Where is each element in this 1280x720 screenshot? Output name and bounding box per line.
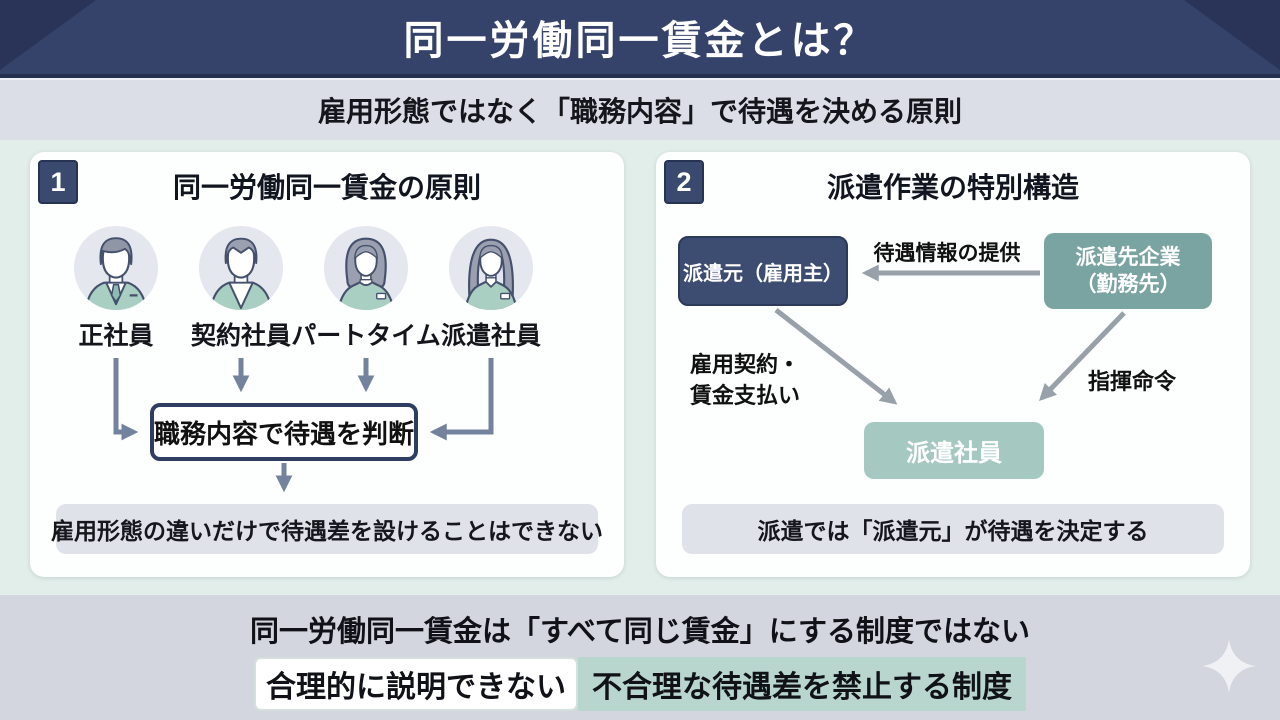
sparkle-icon [1202, 639, 1256, 693]
employment-contract-label: 雇用契約・ 賃金支払い [690, 350, 800, 412]
highlight-teal-text: 不合理な待遇差を禁止する制度 [578, 657, 1026, 711]
panel-dispatch-structure: 2 派遣作業の特別構造 派遣元（雇用主） 派遣先企業 （勤務先） [656, 152, 1250, 577]
dispatch-agency-box: 派遣元（雇用主） [678, 236, 848, 306]
panel2-note: 派遣では「派遣元」が待遇を決定する [682, 504, 1224, 554]
panel2-number-badge: 2 [664, 160, 704, 204]
person-label: 正社員 [78, 322, 154, 350]
client-company-line1: 派遣先企業 [1075, 245, 1181, 269]
subtitle-bar: 雇用形態ではなく「職務内容」で待遇を決める原則 [0, 78, 1280, 140]
page-title: 同一労働同一賃金とは？ [403, 19, 877, 63]
dispatch-worker-box: 派遣社員 [864, 422, 1044, 479]
panel1-title: 同一労働同一賃金の原則 [172, 172, 481, 203]
treatment-info-label: 待遇情報の提供 [873, 242, 1021, 265]
person-label: パートタイム [291, 322, 441, 350]
summary-line1: 同一労働同一賃金は「すべて同じ賃金」にする制度ではない [249, 616, 1031, 648]
summary-section: 同一労働同一賃金は「すべて同じ賃金」にする制度ではない 合理的に説明できない 不… [0, 595, 1280, 720]
highlight-white-text: 合理的に説明できない [254, 657, 578, 711]
female-employee-bob-icon [323, 225, 409, 311]
person-label: 契約社員 [190, 322, 291, 350]
decision-box: 職務内容で待遇を判断 [150, 403, 418, 461]
person-contract-employee: 契約社員 [176, 224, 306, 352]
person-part-time: パートタイム [291, 224, 441, 352]
female-employee-long-hair-icon [448, 225, 534, 311]
panel2-title: 派遣作業の特別構造 [826, 172, 1079, 203]
male-employee-suit-icon [73, 225, 159, 311]
header-bar: 同一労働同一賃金とは？ [0, 0, 1280, 78]
client-company-box: 派遣先企業 （勤務先） [1044, 233, 1212, 309]
employment-contract-line1: 雇用契約・ [690, 352, 801, 377]
client-company-line2: （勤務先） [1075, 273, 1181, 296]
panel1-note: 雇用形態の違いだけで待遇差を設けることはできない [51, 504, 603, 554]
subtitle-text: 雇用形態ではなく「職務内容」で待遇を決める原則 [317, 96, 962, 127]
header-corner-accent-left [0, 0, 96, 70]
person-label: 派遣社員 [440, 322, 541, 350]
panel1-number-badge: 1 [38, 160, 78, 204]
person-regular-employee: 正社員 [51, 224, 181, 352]
employment-contract-line2: 賃金支払い [690, 382, 801, 408]
male-employee-icon [198, 225, 284, 311]
command-label: 指揮命令 [1088, 369, 1177, 394]
summary-line2: 合理的に説明できない 不合理な待遇差を禁止する制度 [0, 657, 1280, 711]
panel-equal-pay-principle: 1 同一労働同一賃金の原則 正社員 [30, 152, 624, 577]
main-content: 1 同一労働同一賃金の原則 正社員 [0, 140, 1280, 595]
header-corner-accent-right [1184, 0, 1280, 70]
person-dispatch-employee: 派遣社員 [426, 224, 556, 352]
